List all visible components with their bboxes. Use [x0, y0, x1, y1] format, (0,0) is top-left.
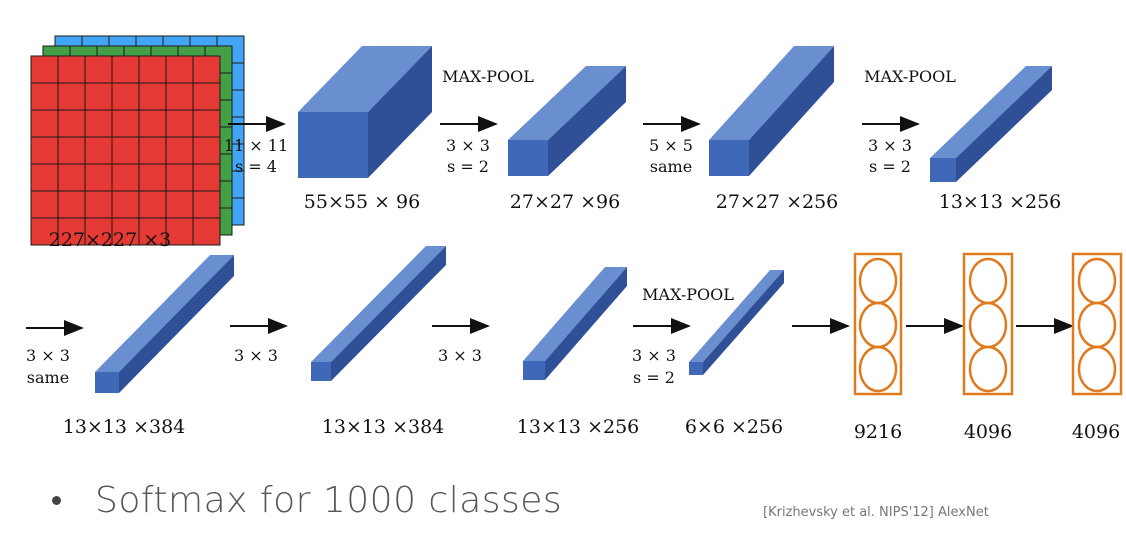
maxpool-label: MAX-POOL	[642, 285, 734, 304]
volume-dims-label: 27×27 ×96	[510, 191, 620, 213]
pixel-cell	[165, 163, 194, 192]
pixel-cell	[30, 109, 59, 138]
pixel-cell	[192, 109, 221, 138]
volume-dims-label: 6×6 ×256	[685, 416, 783, 438]
pixel-cell	[111, 55, 140, 84]
pixel-cell	[111, 190, 140, 219]
pixel-cell	[138, 136, 167, 165]
pixel-cell	[138, 109, 167, 138]
pixel-cell	[57, 190, 86, 219]
pixel-cell	[111, 217, 140, 246]
pixel-cell	[192, 163, 221, 192]
fc-size-label: 9216	[854, 421, 902, 443]
op-kernel-label: 5 × 5	[649, 136, 693, 155]
conv4-volume	[311, 246, 446, 381]
volume-dims-label: 27×27 ×256	[716, 191, 839, 213]
pixel-cell	[165, 217, 194, 246]
pixel-cell	[192, 217, 221, 246]
pixel-cell	[30, 82, 59, 111]
input-image-stack	[30, 35, 245, 246]
bullet-item: Softmax for 1000 classes	[52, 470, 562, 530]
pixel-cell	[30, 163, 59, 192]
volume-dims-label: 13×13 ×256	[517, 416, 640, 438]
conv5-volume	[523, 267, 627, 380]
pixel-cell	[138, 163, 167, 192]
pixel-cell	[192, 190, 221, 219]
maxpool-label: MAX-POOL	[442, 67, 534, 86]
pixel-cell	[84, 190, 113, 219]
pixel-cell	[165, 82, 194, 111]
pixel-cell	[111, 109, 140, 138]
pixel-cell	[30, 55, 59, 84]
pixel-cell	[57, 109, 86, 138]
pixel-cell	[84, 136, 113, 165]
op-padding-label: same	[27, 368, 69, 387]
op-kernel-label: 3 × 3	[632, 346, 676, 365]
conv1-volume	[298, 46, 432, 178]
fc-size-label: 4096	[1072, 421, 1120, 443]
bullet-dot-icon	[52, 495, 61, 505]
volume-dims-label: 13×13 ×384	[322, 416, 445, 438]
volume-dims-label: 55×55 × 96	[304, 191, 420, 213]
conv3-volume	[95, 255, 234, 393]
pixel-cell	[165, 190, 194, 219]
fc-layer-4096-a	[962, 252, 1014, 396]
op-kernel-label: 3 × 3	[234, 346, 278, 365]
input-dims-label: 227×227 ×3	[49, 229, 172, 251]
pool1-volume	[508, 66, 626, 176]
fc-layer-4096-b	[1071, 252, 1123, 396]
pixel-cell	[165, 55, 194, 84]
pixel-cell	[57, 55, 86, 84]
pixel-cell	[192, 82, 221, 111]
fc-layer-9216	[853, 252, 903, 396]
pixel-cell	[30, 190, 59, 219]
pixel-cell	[111, 136, 140, 165]
conv2-volume	[709, 46, 834, 176]
volume-dims-label: 13×13 ×384	[63, 416, 186, 438]
pixel-cell	[165, 109, 194, 138]
pixel-cell	[138, 217, 167, 246]
red-channel	[30, 55, 221, 246]
pixel-cell	[165, 136, 194, 165]
pixel-cell	[84, 163, 113, 192]
citation: [Krizhevsky et al. NIPS'12] AlexNet	[763, 505, 989, 520]
op-padding-label: same	[650, 157, 692, 176]
fc-size-label: 4096	[964, 421, 1012, 443]
op-stride-label: s = 2	[447, 157, 489, 176]
op-kernel-label: 3 × 3	[446, 136, 490, 155]
op-stride-label: s = 2	[869, 157, 911, 176]
op-stride-label: s = 4	[235, 157, 277, 176]
pixel-cell	[138, 82, 167, 111]
pool3-volume	[689, 270, 784, 375]
pixel-cell	[30, 136, 59, 165]
pixel-cell	[84, 82, 113, 111]
op-kernel-label: 11 × 11	[224, 136, 288, 155]
pixel-cell	[57, 136, 86, 165]
op-stride-label: s = 2	[633, 368, 675, 387]
pixel-cell	[57, 82, 86, 111]
pixel-cell	[111, 163, 140, 192]
maxpool-label: MAX-POOL	[864, 67, 956, 86]
pixel-cell	[84, 109, 113, 138]
pixel-cell	[57, 163, 86, 192]
pixel-cell	[138, 55, 167, 84]
op-kernel-label: 3 × 3	[26, 346, 70, 365]
pixel-cell	[84, 55, 113, 84]
pixel-cell	[111, 82, 140, 111]
op-kernel-label: 3 × 3	[868, 136, 912, 155]
pool2-volume	[930, 66, 1052, 182]
pixel-cell	[30, 217, 59, 246]
pixel-cell	[192, 136, 221, 165]
volume-dims-label: 13×13 ×256	[939, 191, 1062, 213]
softmax-note: Softmax for 1000 classes	[95, 479, 563, 521]
op-kernel-label: 3 × 3	[438, 346, 482, 365]
pixel-cell	[192, 55, 221, 84]
pixel-cell	[138, 190, 167, 219]
